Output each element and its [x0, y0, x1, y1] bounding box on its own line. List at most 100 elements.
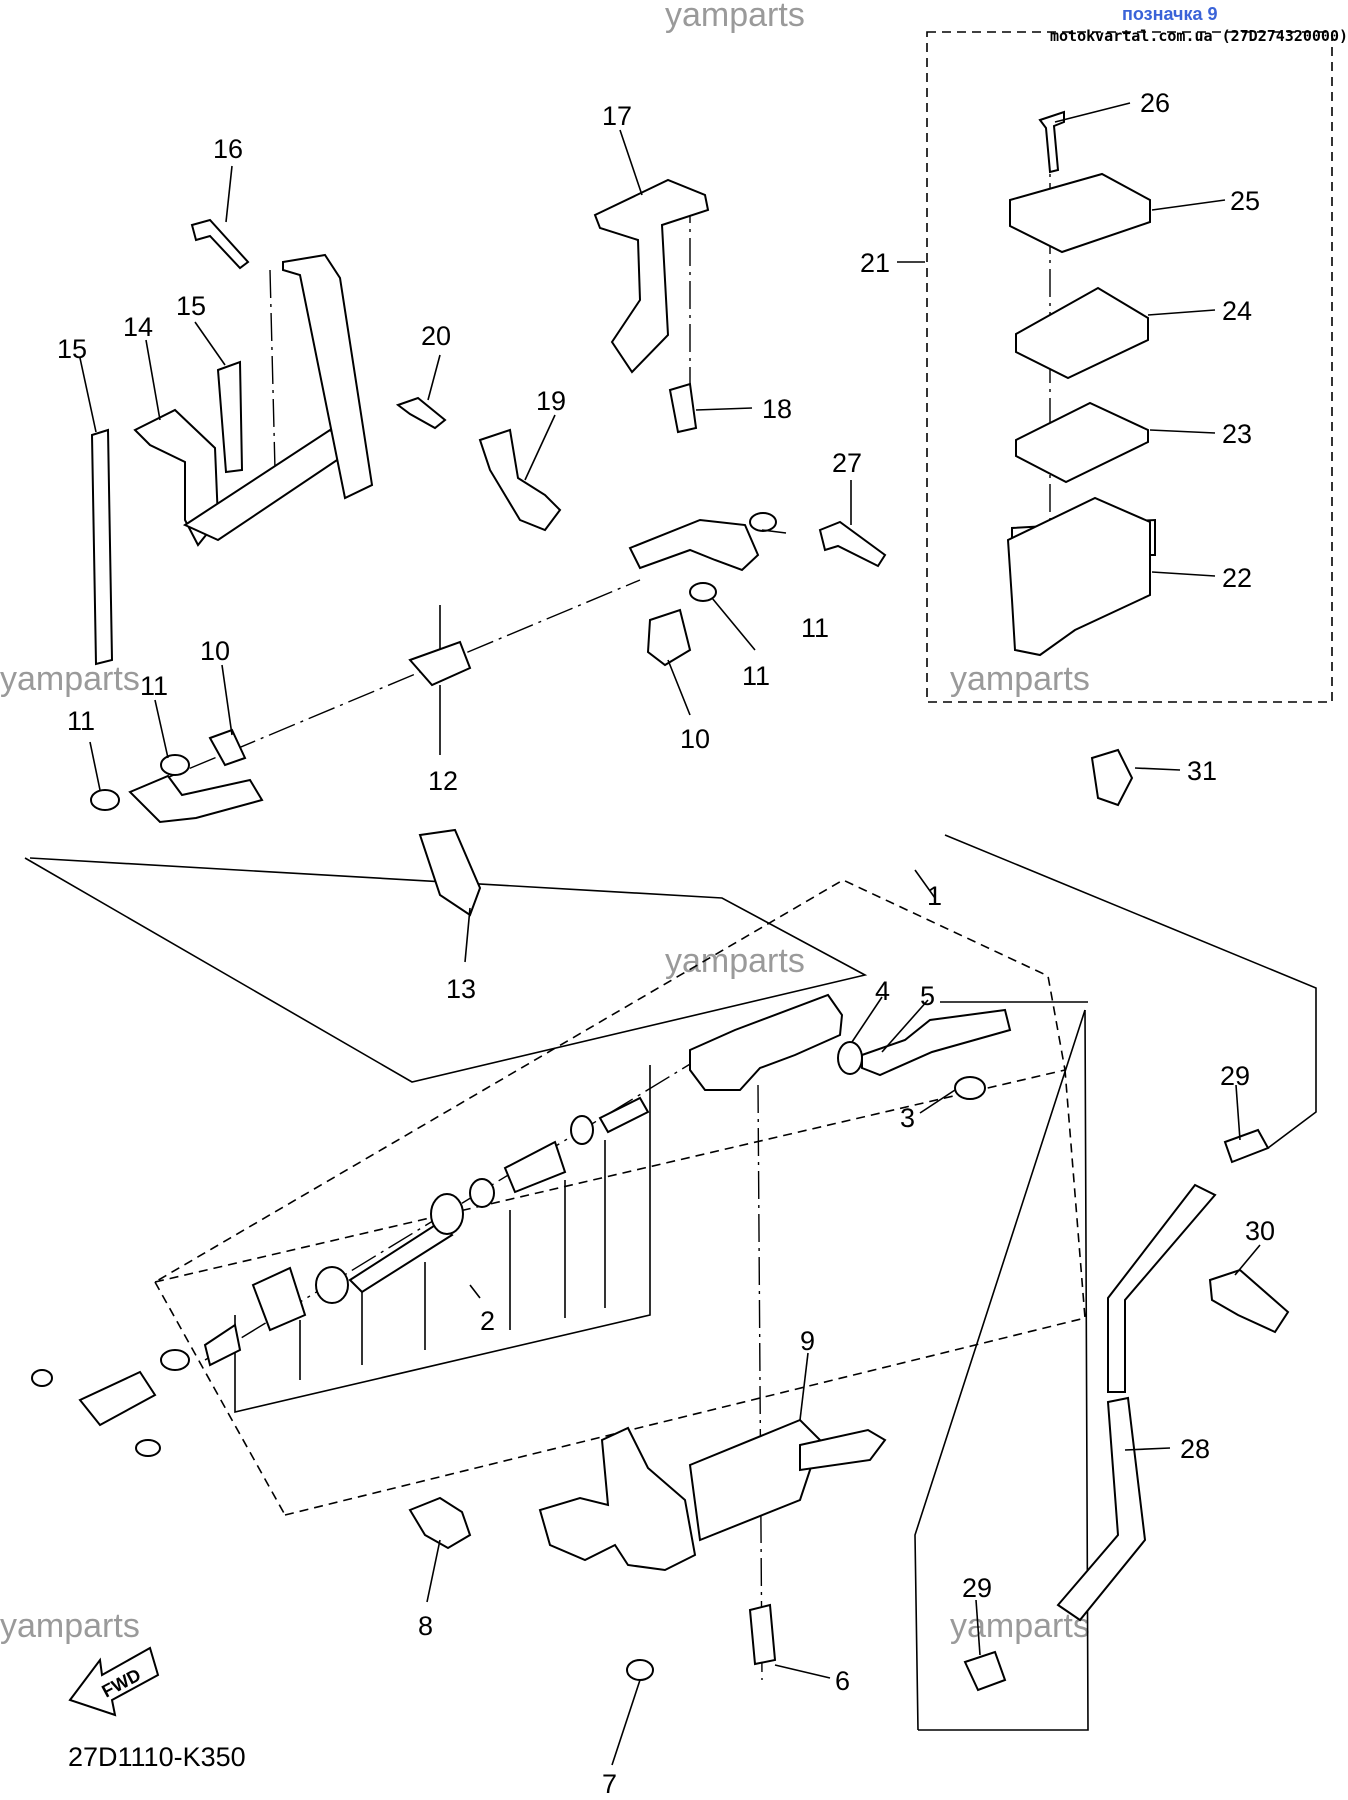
spring[interactable]	[348, 1220, 454, 1294]
washer-11-c[interactable]	[749, 512, 777, 532]
cable-tie-15-center[interactable]	[216, 360, 244, 474]
screw-26-head[interactable]	[1038, 110, 1065, 174]
piston[interactable]	[503, 1140, 567, 1194]
clamp-29-upper[interactable]	[1223, 1128, 1270, 1164]
clevis-washer[interactable]	[135, 1439, 161, 1457]
hose-fitting-lower[interactable]	[128, 774, 264, 824]
badge-label[interactable]: позначка 9	[1122, 4, 1218, 24]
clamp-13[interactable]	[418, 828, 482, 917]
clamp-29-lower[interactable]	[963, 1650, 1007, 1692]
callout-27[interactable]: 27	[832, 448, 862, 478]
bracket-9-arm[interactable]	[799, 1428, 887, 1472]
o-ring-4[interactable]	[837, 1041, 863, 1075]
callout-14[interactable]: 14	[123, 312, 153, 342]
bolt-20[interactable]	[395, 396, 447, 430]
bolt-6[interactable]	[748, 1603, 777, 1666]
push-rod[interactable]	[203, 1323, 242, 1367]
callout-22[interactable]: 22	[1222, 563, 1252, 593]
callout-28[interactable]: 28	[1180, 1434, 1210, 1464]
callout-10-right[interactable]: 10	[680, 724, 710, 754]
clip-8[interactable]	[408, 1496, 472, 1550]
bracket-9-plate[interactable]	[688, 1418, 822, 1542]
callout-30[interactable]: 30	[1245, 1216, 1275, 1246]
callout-3[interactable]: 3	[900, 1103, 915, 1133]
grommet-12[interactable]	[408, 640, 472, 687]
bolt-27[interactable]	[818, 520, 887, 568]
circlip-3[interactable]	[954, 1076, 986, 1100]
callout-23[interactable]: 23	[1222, 419, 1252, 449]
circlip[interactable]	[315, 1266, 349, 1304]
callout-1[interactable]: 1	[927, 881, 942, 911]
diaphragm-23[interactable]	[1015, 401, 1149, 484]
bracket-16-rod[interactable]	[282, 253, 374, 500]
bolt-10-right[interactable]	[646, 608, 692, 667]
callout-31[interactable]: 31	[1187, 756, 1217, 786]
bolt-16[interactable]	[190, 218, 250, 270]
bracket-9-main[interactable]	[538, 1426, 697, 1572]
bracket-14[interactable]	[133, 408, 220, 547]
callout-11-left-a[interactable]: 11	[67, 706, 95, 736]
callout-7[interactable]: 7	[602, 1769, 617, 1799]
callout-16[interactable]: 16	[213, 134, 243, 164]
clevis-body[interactable]	[78, 1370, 157, 1427]
clevis-pin-head[interactable]	[31, 1369, 53, 1387]
callout-25[interactable]: 25	[1230, 186, 1260, 216]
clevis-nut[interactable]	[160, 1349, 190, 1371]
callout-13[interactable]: 13	[446, 974, 476, 1004]
callout-29-lower[interactable]: 29	[962, 1573, 992, 1603]
bracket-17[interactable]	[593, 178, 710, 374]
callout-6[interactable]: 6	[835, 1666, 850, 1696]
boot[interactable]	[251, 1266, 307, 1332]
callout-24[interactable]: 24	[1222, 296, 1252, 326]
seal-ring[interactable]	[469, 1178, 495, 1208]
hose-28-frame-left	[914, 1009, 1086, 1731]
callout-8[interactable]: 8	[418, 1611, 433, 1641]
bolt-10-left[interactable]	[208, 728, 247, 767]
callout-2[interactable]: 2	[480, 1306, 495, 1336]
callout-12[interactable]: 12	[428, 766, 458, 796]
seal-cup[interactable]	[570, 1115, 594, 1145]
diaphragm-plate-24[interactable]	[1015, 286, 1149, 380]
cable-tie-15-left[interactable]	[90, 428, 114, 666]
reservoir-22[interactable]	[1006, 496, 1151, 657]
spring-small[interactable]	[598, 1096, 650, 1134]
callout-21[interactable]: 21	[860, 248, 890, 278]
callout-20[interactable]: 20	[421, 321, 451, 351]
hose-joint-5[interactable]	[861, 1008, 1012, 1077]
leader-7	[611, 1679, 641, 1766]
reservoir-cap-25[interactable]	[1009, 172, 1151, 254]
washer-11-a[interactable]	[90, 789, 120, 811]
callout-9[interactable]: 9	[800, 1326, 815, 1356]
callout-18[interactable]: 18	[762, 394, 792, 424]
clevis-assembly[interactable]	[31, 1349, 190, 1457]
callout-17[interactable]: 17	[602, 101, 632, 131]
callout-5[interactable]: 5	[920, 981, 935, 1011]
hose-28-lower[interactable]	[1056, 1396, 1147, 1622]
callout-15-center[interactable]: 15	[176, 291, 206, 321]
callout-11-left-b[interactable]: 11	[140, 671, 168, 701]
leader-3	[919, 1089, 956, 1114]
callout-11-upper-right[interactable]: 11	[801, 613, 829, 643]
callout-19[interactable]: 19	[536, 386, 566, 416]
washer-11-d[interactable]	[689, 582, 717, 602]
clamp-19[interactable]	[478, 428, 562, 532]
master-cylinder-body[interactable]	[689, 993, 844, 1091]
callout-26[interactable]: 26	[1140, 88, 1170, 118]
washer-11-b[interactable]	[160, 754, 190, 776]
leader-14	[145, 339, 161, 421]
piston-cup[interactable]	[430, 1193, 464, 1235]
callout-29-upper[interactable]: 29	[1220, 1061, 1250, 1091]
clip-31[interactable]	[1090, 748, 1134, 807]
leader-1	[914, 869, 936, 899]
callout-11-mid-right[interactable]: 11	[742, 661, 770, 691]
callout-4[interactable]: 4	[875, 976, 890, 1006]
bolt-18[interactable]	[668, 382, 698, 434]
callout-15-left[interactable]: 15	[57, 334, 87, 364]
hose-28-upper[interactable]	[1107, 1183, 1217, 1393]
clamp-30[interactable]	[1208, 1268, 1290, 1334]
watermark-bottom-left: yamparts	[0, 1607, 140, 1645]
hose-fitting-upper[interactable]	[628, 518, 760, 572]
callout-10-left[interactable]: 10	[200, 636, 230, 666]
nut-7[interactable]	[626, 1659, 654, 1681]
leader-16	[225, 165, 233, 223]
